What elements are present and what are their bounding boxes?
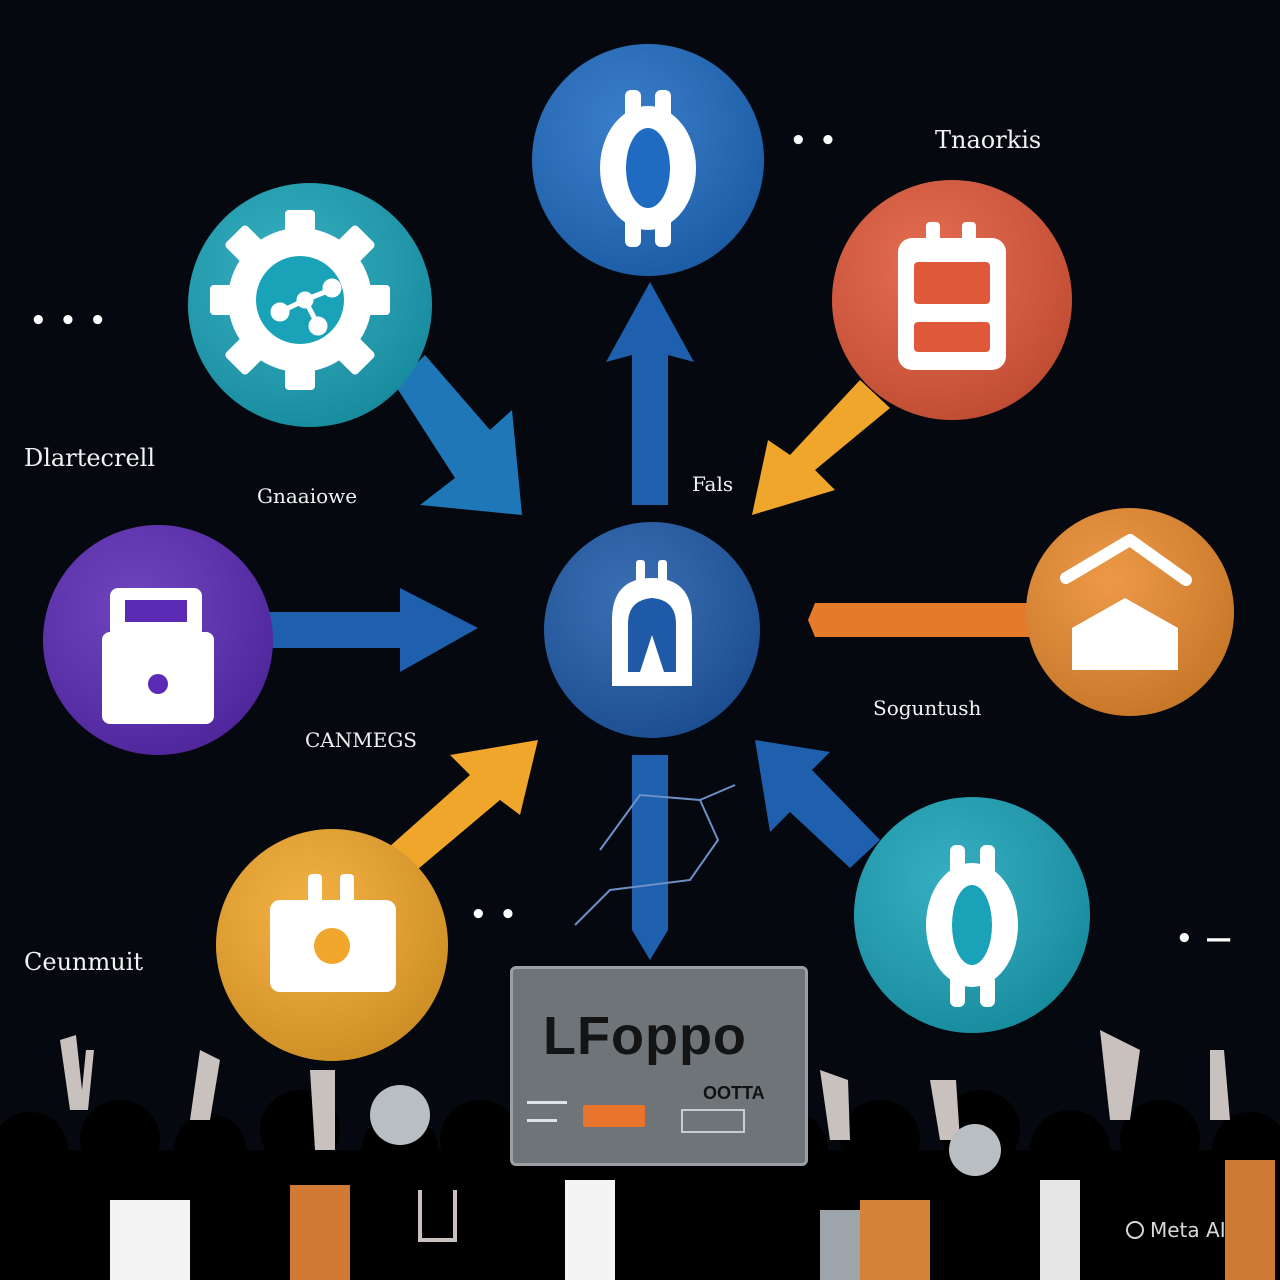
- label-mid-left: Gnaaiowe: [257, 484, 358, 508]
- presentation-screen: LFoppo OOTTA: [510, 966, 808, 1166]
- screen-text-line: [527, 1119, 557, 1122]
- dots-left: • • •: [30, 306, 108, 336]
- label-mid-bottom-left: CANMEGS: [305, 728, 418, 752]
- label-right-mid: Soguntush: [873, 696, 982, 720]
- arrow-from-lock: [265, 588, 478, 672]
- battery-node: [832, 180, 1072, 420]
- arrow-from-camera: [380, 740, 538, 880]
- screen-title: LFoppo: [543, 1006, 747, 1066]
- gear-network-icon: [210, 210, 390, 390]
- screen-tag: OOTTA: [703, 1083, 765, 1103]
- teal-bitcoin-node: [854, 797, 1090, 1033]
- arrow-from-battery: [752, 380, 890, 515]
- screen-text-line: [527, 1101, 567, 1104]
- label-bottom-left: Ceunmuit: [24, 948, 144, 976]
- label-top-right: Tnaorkis: [935, 126, 1042, 154]
- watermark-text: Meta AI: [1150, 1218, 1226, 1242]
- house-icon: [1060, 534, 1192, 670]
- lock-icon: [102, 588, 214, 724]
- bitcoin-icon: [600, 90, 696, 247]
- arrow-from-house: [808, 603, 1030, 637]
- arrow-from-gear: [395, 355, 522, 515]
- dots-bottom-mid: • •: [470, 900, 519, 930]
- dots-top: • •: [790, 126, 839, 156]
- camera-icon: [270, 874, 396, 992]
- battery-icon: [898, 222, 1006, 370]
- gear-node: [188, 183, 432, 427]
- dots-right: • —: [1176, 924, 1234, 954]
- arrows: [265, 282, 1030, 960]
- top-blue-node: [532, 44, 764, 276]
- meta-ring-icon: [1126, 1221, 1144, 1239]
- camera-node: [216, 829, 448, 1061]
- arrow-from-teal: [755, 740, 880, 868]
- label-left-top: Dlartecrell: [24, 444, 156, 472]
- label-center-top: Fals: [692, 472, 734, 496]
- screen-box: [681, 1109, 745, 1133]
- wire-decoration: [574, 784, 736, 926]
- screen-button: [583, 1105, 645, 1127]
- crowd-silhouette: [0, 1030, 1280, 1280]
- bitcoin-icon: [926, 845, 1018, 1007]
- center-node: [544, 522, 760, 738]
- house-node: [1026, 508, 1234, 716]
- watermark: Meta AI: [1126, 1218, 1226, 1242]
- building-icon: [612, 560, 692, 686]
- arrow-down-bottom: [632, 755, 668, 960]
- lock-node: [43, 525, 273, 755]
- arrow-up-top: [606, 282, 694, 505]
